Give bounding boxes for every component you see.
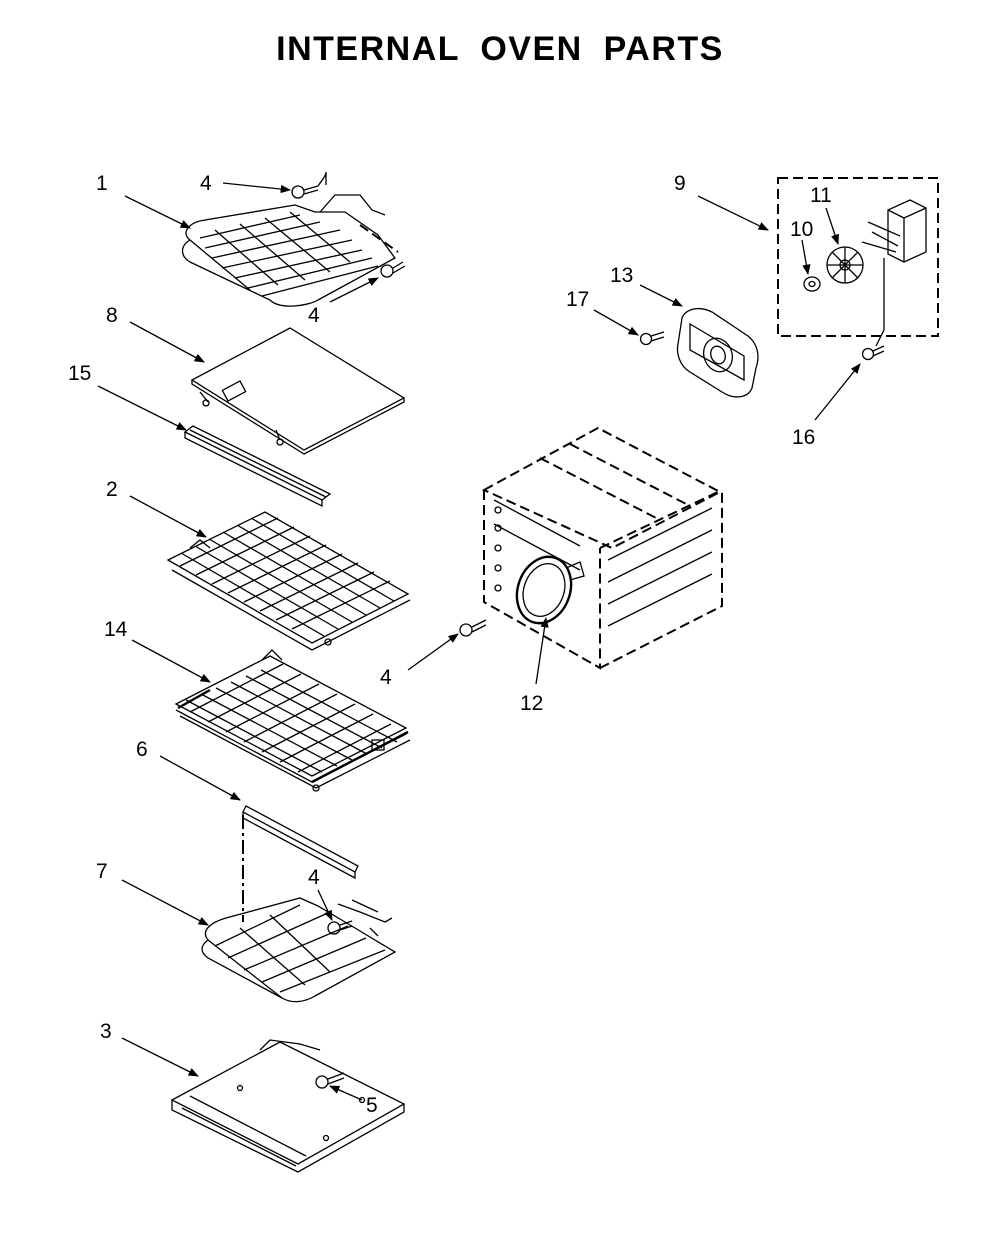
callout-number: 4 <box>308 866 320 889</box>
leader-line <box>159 755 241 801</box>
callout-number: 4 <box>380 666 392 689</box>
screw <box>315 1072 345 1089</box>
callout-number: 9 <box>674 172 686 195</box>
roller-rack <box>174 649 411 792</box>
leader-line <box>129 495 207 538</box>
callout-number: 15 <box>68 362 91 385</box>
leader-line <box>329 1085 363 1101</box>
leader-line <box>801 239 811 276</box>
callout-number: 13 <box>610 264 633 287</box>
nut <box>803 276 821 292</box>
convection-element <box>515 555 585 625</box>
leader-line <box>407 633 459 671</box>
bake-element <box>201 897 397 1003</box>
callout-number: 7 <box>96 860 108 883</box>
leader-line <box>814 363 861 421</box>
callout-number: 11 <box>810 184 832 207</box>
leader-line <box>639 284 683 307</box>
callout-number: 2 <box>106 478 118 501</box>
screw <box>861 345 885 361</box>
callout-number: 5 <box>366 1094 378 1117</box>
screw <box>291 171 327 199</box>
fan-motor-assembly-box <box>777 177 939 337</box>
leader-line <box>124 195 191 229</box>
oven-rack <box>166 511 411 651</box>
fan-cover <box>676 307 759 398</box>
screw <box>327 920 353 935</box>
leader-line <box>97 385 187 431</box>
callout-number: 16 <box>792 426 815 449</box>
fan-motor <box>861 199 927 347</box>
fan-blade <box>826 246 864 284</box>
leader-line <box>121 1037 199 1077</box>
leader-line <box>593 309 639 336</box>
diagram-title: INTERNAL OVEN PARTS <box>276 30 724 68</box>
leader-line <box>535 616 549 685</box>
screw <box>639 331 665 346</box>
broil-element <box>181 194 399 307</box>
leader-line <box>329 277 379 303</box>
leader-line <box>121 879 209 926</box>
callout-number: 14 <box>104 618 128 641</box>
leader-line <box>697 195 769 231</box>
strip <box>183 425 332 508</box>
callout-number: 8 <box>106 304 118 327</box>
leader-line <box>222 182 292 194</box>
callout-number: 17 <box>566 288 589 311</box>
oven-cavity <box>481 426 723 670</box>
panel <box>190 327 406 455</box>
callout-number: 1 <box>96 172 108 195</box>
rod <box>242 805 359 880</box>
leader-line <box>825 207 839 245</box>
callout-number: 10 <box>790 218 813 241</box>
callout-number: 3 <box>100 1020 112 1043</box>
leader-line <box>131 639 211 683</box>
callout-number: 4 <box>200 172 212 195</box>
callout-number: 6 <box>136 738 148 761</box>
screw <box>380 261 406 278</box>
bottom-cover <box>170 1039 406 1173</box>
screw <box>459 619 487 637</box>
leader-line <box>317 889 333 921</box>
callout-number: 12 <box>520 692 543 715</box>
leader-line <box>129 321 205 363</box>
callout-number: 4 <box>308 304 320 327</box>
